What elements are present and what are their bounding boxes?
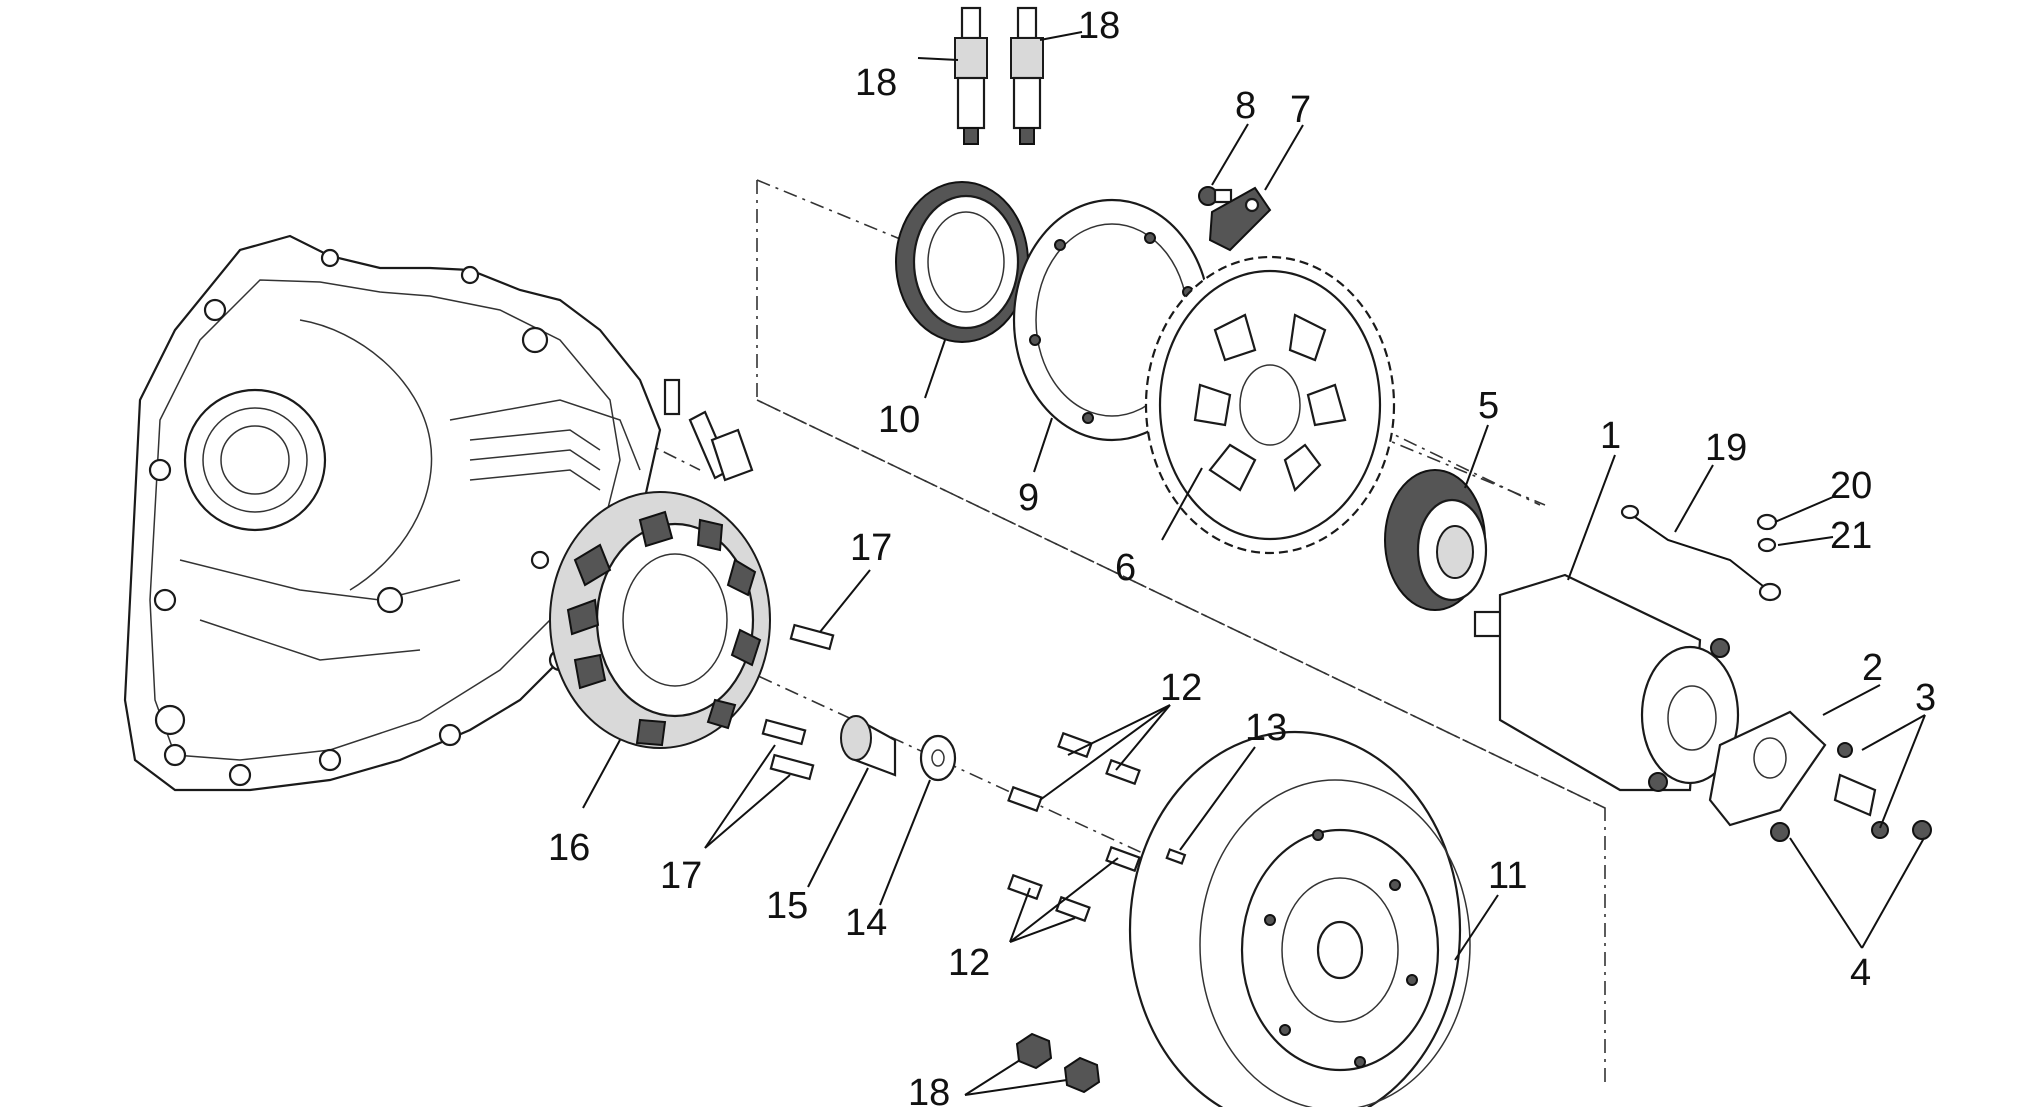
callout-17-top: 17 xyxy=(850,527,892,569)
callout-12-bottom: 12 xyxy=(948,942,990,984)
callout-12-top: 12 xyxy=(1160,667,1202,709)
bearing xyxy=(895,181,1029,343)
callout-18-right: 18 xyxy=(1078,5,1120,47)
callout-19: 19 xyxy=(1705,427,1747,469)
starter-gear xyxy=(1144,255,1396,555)
callout-11: 11 xyxy=(1488,855,1527,897)
flywheel xyxy=(1128,730,1471,1107)
callout-6: 6 xyxy=(1115,547,1136,589)
washer-and-bushing xyxy=(840,715,957,782)
bottom-nuts xyxy=(1015,1032,1101,1094)
callout-9: 9 xyxy=(1018,477,1039,519)
callout-4: 4 xyxy=(1850,952,1871,994)
callout-18-bottom: 18 xyxy=(908,1072,950,1107)
stator-screws xyxy=(761,623,835,781)
stator xyxy=(549,378,771,749)
mounting-bracket xyxy=(1708,710,1932,842)
sensor-bracket xyxy=(1198,186,1272,252)
callout-1: 1 xyxy=(1600,415,1621,457)
callout-17-bottom: 17 xyxy=(660,855,702,897)
callout-20: 20 xyxy=(1830,465,1872,507)
starter-cable xyxy=(1620,504,1782,602)
callout-2: 2 xyxy=(1862,647,1883,689)
callout-5: 5 xyxy=(1478,385,1499,427)
starter-motor xyxy=(1473,573,1740,792)
callout-10: 10 xyxy=(878,399,920,441)
woodruff-key xyxy=(1165,848,1187,865)
idler-gear xyxy=(1384,469,1488,611)
callout-16: 16 xyxy=(548,827,590,869)
flywheel-bolts xyxy=(1007,731,1141,923)
nut-and-washer xyxy=(1756,513,1778,553)
crankcase-cover xyxy=(123,234,662,792)
callout-21: 21 xyxy=(1830,515,1872,557)
callout-7: 7 xyxy=(1290,89,1311,131)
callout-8: 8 xyxy=(1235,85,1256,127)
callout-13: 13 xyxy=(1245,707,1287,749)
leader-lines xyxy=(582,31,1926,1096)
callout-14: 14 xyxy=(845,902,887,944)
callout-18-left: 18 xyxy=(855,62,897,104)
callout-3: 3 xyxy=(1915,677,1936,719)
callout-labels: 1 2 3 4 5 6 7 8 9 10 11 12 12 13 14 15 1… xyxy=(548,5,1936,1107)
spark-plugs xyxy=(954,6,1044,145)
callout-15: 15 xyxy=(766,885,808,927)
